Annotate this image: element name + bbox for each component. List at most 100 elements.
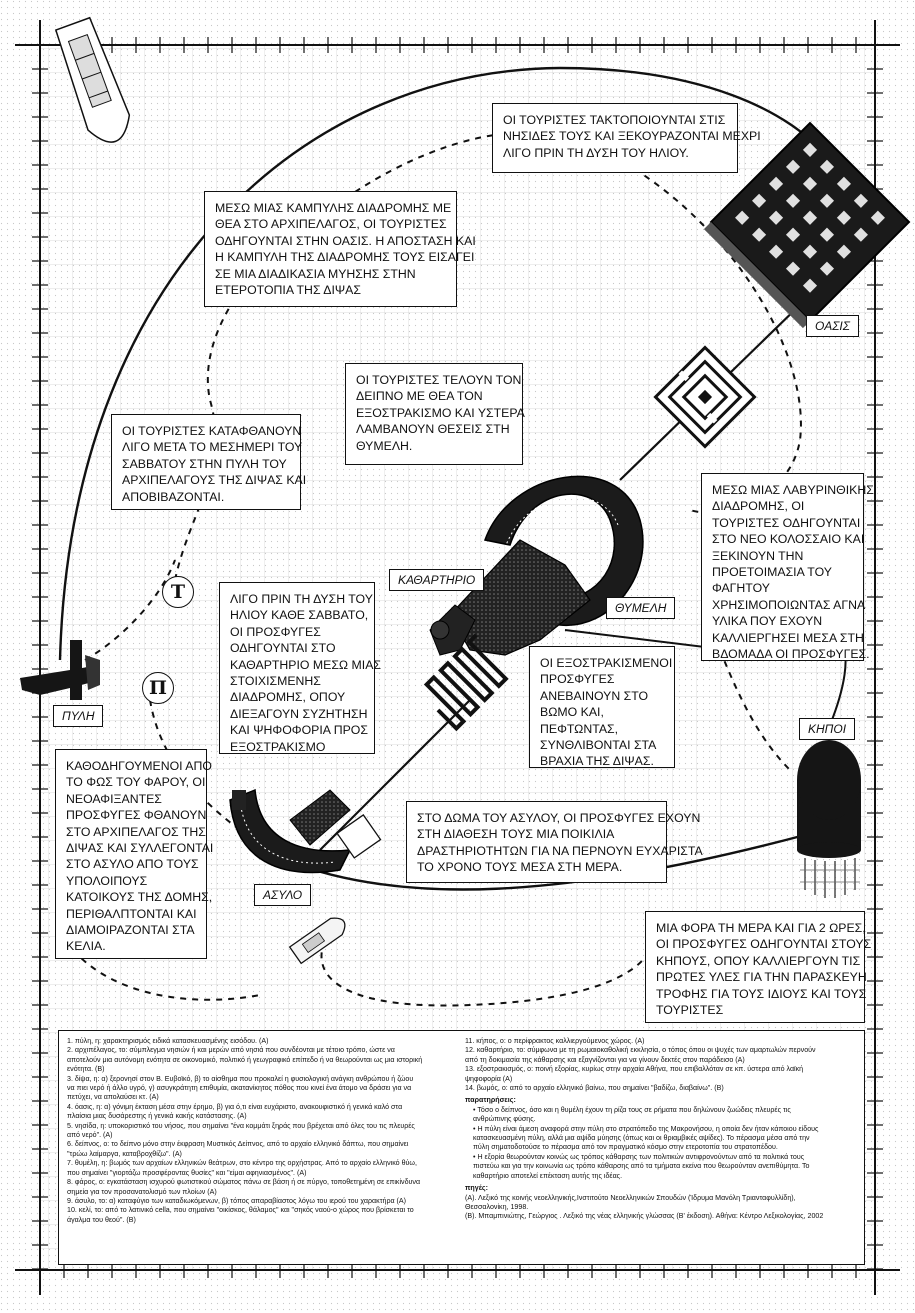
box-line: ΔΙΑΔΡΟΜΗΣ, ΟΙ	[712, 499, 805, 514]
box-line: ΤΡΟΦΗΣ ΓΙΑ ΤΟΥΣ ΙΔΙΟΥΣ ΚΑΙ ΤΟΥΣ	[656, 986, 867, 1001]
box-line: ΤΟ ΧΡΟΝΟ ΤΟΥΣ ΜΕΣΑ ΣΤΗ ΜΕΡΑ.	[417, 860, 623, 875]
box-line: Η ΚΑΜΠΥΛΗ ΤΗΣ ΔΙΑΔΡΟΜΗΣ ΤΟΥΣ ΕΙΣΑΓΕΙ	[215, 250, 475, 265]
glossary-line: (Β). Μπαμπινιώτης, Γεώργιος . Λεξικό της…	[465, 1212, 824, 1221]
glossary-right: 11. κήπος, ο: ο περίφρακτος καλλιεργούμε…	[465, 1037, 857, 1222]
glossary-line: 8. φάρος, ο: εγκατάσταση ισχυρού φωτιστι…	[67, 1178, 421, 1187]
glossary-line: πλαίσια μιας δυσάρεστης ή γενικά κακής κ…	[67, 1112, 247, 1121]
glossary-line: πύλη σηματοδοτούσε το πέρασμα από τον πρ…	[473, 1143, 778, 1152]
box-line: ΜΕΣΩ ΜΙΑΣ ΛΑΒΥΡΙΝΘΙΚΗΣ	[712, 483, 874, 497]
box-line: ΣΤΟ ΝΕΟ ΚΟΛΟΣΣΑΙΟ ΚΑΙ	[712, 532, 865, 547]
glossary-line: 13. εξοστρακισμός, ο: ποινή εξορίας, κυρ…	[465, 1065, 804, 1074]
box-line: ΛΙΓΟ ΠΡΙΝ ΤΗ ΔΥΣΗ ΤΟΥ	[230, 592, 373, 606]
box-line: ΚΕΛΙΑ.	[66, 939, 106, 954]
box-line: ΟΔΗΓΟΥΝΤΑΙ ΣΤΟ	[230, 641, 336, 656]
label-kipoi: ΚΗΠΟΙ	[799, 718, 856, 740]
glossary-line: κατασκευασμένη πύλη, αλλά μια αψίδα μύησ…	[473, 1134, 810, 1143]
lower-route	[284, 833, 806, 891]
sources-heading: πηγές:	[465, 1184, 488, 1193]
glossary-line: 3. δίψα, η: α) ξερονησί στον Β. Ευβοϊκό,…	[67, 1074, 414, 1083]
box-deipno: ΟΙ ΤΟΥΡΙΣΤΕΣ ΤΕΛΟΥΝ ΤΟΝ ΔΕΙΠΝΟ ΜΕ ΘΕΑ ΤΟΝ…	[345, 363, 525, 465]
glossary-line: ενότητα. (Β)	[67, 1065, 105, 1074]
label-pyli: ΠΥΛΗ	[53, 705, 104, 727]
oasis-island	[703, 121, 911, 329]
box-line: ΒΔΟΜΑΔΑ ΟΙ ΠΡΟΣΦΥΓΕΣ.	[712, 647, 870, 662]
box-line: ΛΙΓΟ ΜΕΤΑ ΤΟ ΜΕΣΗΜΕΡΙ ΤΟΥ	[122, 440, 303, 455]
thymeli-structure	[484, 475, 644, 626]
glossary-line: καθαρτήριο αποτελεί επέκταση αυτής της ι…	[473, 1171, 623, 1180]
oasis-cell	[752, 227, 767, 242]
box-line: ΠΕΡΙΘΑΛΠΤΟΝΤΑΙ ΚΑΙ	[66, 906, 197, 921]
oasis-cell	[802, 142, 818, 157]
glossary-line: 5. νησίδα, η: υποκοριστικό του νήσος, πο…	[67, 1121, 415, 1130]
box-line: ΠΡΟΣΦΥΓΕΣ ΦΘΑΝΟΥΝ	[66, 808, 207, 823]
box-line: ΣΤΟ ΔΩΜΑ ΤΟΥ ΑΣΥΛΟΥ, ΟΙ ΠΡΟΣΦΥΓΕΣ ΕΧΟΥΝ	[417, 811, 701, 825]
box-line: ΚΑΛΛΙΕΡΓΗΣΕΙ ΜΕΣΑ ΣΤΗ	[712, 630, 864, 645]
box-line: ΟΙ ΠΡΟΣΦΥΓΕΣ ΟΔΗΓΟΥΝΤΑΙ ΣΤΟΥΣ	[656, 937, 872, 952]
box-line: ΥΠΟΛΟΙΠΟΥΣ	[66, 873, 148, 888]
glossary-line: 6. δείπνος, ο: το δείπνο μόνο στην έκφρα…	[67, 1140, 409, 1149]
oasis-cell	[802, 278, 818, 293]
box-line: ΟΙ ΤΟΥΡΙΣΤΕΣ ΤΕΛΟΥΝ ΤΟΝ	[356, 373, 522, 387]
box-line: ΕΞΟΣΤΡΑΚΙΣΜΟ ΚΑΙ ΥΣΤΕΡΑ	[356, 405, 525, 420]
labyrinth	[653, 345, 757, 449]
box-line: ΝΕΟΑΦΙΞΑΝΤΕΣ	[66, 791, 162, 806]
box-line: ΦΑΓΗΤΟΥ	[712, 581, 770, 596]
box-line: ΚΑΤΟΙΚΟΥΣ ΤΗΣ ΔΟΜΗΣ,	[66, 890, 213, 905]
glossary-line: Θεσσαλονίκη, 1998.	[465, 1202, 529, 1211]
box-line: ΟΙ ΕΞΟΣΤΡΑΚΙΣΜΕΝΟΙ	[540, 656, 673, 670]
box-line: ΤΟΥΡΙΣΤΕΣ	[656, 1003, 724, 1018]
oasis-cell	[802, 176, 818, 191]
box-line: ΞΕΚΙΝΟΥΝ ΤΗΝ	[712, 548, 804, 563]
box-pyli-arrival: ΟΙ ΤΟΥΡΙΣΤΕΣ ΚΑΤΑΦΘΑΝΟΥΝ ΛΙΓΟ ΜΕΤΑ ΤΟ ΜΕΣ…	[111, 414, 306, 510]
box-line: ΠΡΩΤΕΣ ΥΛΕΣ ΓΙΑ ΤΗΝ ΠΑΡΑΣΚΕΥΗ	[656, 970, 867, 985]
box-line: ΤΟΥΡΙΣΤΕΣ ΟΔΗΓΟΥΝΤΑΙ	[712, 515, 861, 530]
glossary-line: άγαλμα του θεού". (Β)	[67, 1215, 136, 1224]
glossary-line: πιστεύω και για την κοινωνία ως τρόπο κά…	[473, 1162, 810, 1171]
asylo-structure	[229, 788, 382, 874]
marker-tourists: Τ	[162, 576, 194, 608]
box-line: ΟΙ ΤΟΥΡΙΣΤΕΣ ΚΑΤΑΦΘΑΝΟΥΝ	[122, 424, 302, 438]
box-line: ΟΙ ΤΟΥΡΙΣΤΕΣ ΤΑΚΤΟΠΟΙΟΥΝΤΑΙ ΣΤΙΣ	[503, 113, 726, 127]
box-line: ΑΠΟΒΙΒΑΖΟΝΤΑΙ.	[122, 489, 225, 504]
box-doma-asylou: ΣΤΟ ΔΩΜΑ ΤΟΥ ΑΣΥΛΟΥ, ΟΙ ΠΡΟΣΦΥΓΕΣ ΕΧΟΥΝ Σ…	[406, 801, 703, 883]
box-line: ΣΑΒΒΑΤΟΥ ΣΤΗΝ ΠΥΛΗ ΤΟΥ	[122, 456, 287, 471]
oasis-cell	[802, 244, 818, 259]
box-line: ΔΡΑΣΤΗΡΙΟΤΗΤΩΝ ΓΙΑ ΝΑ ΠΕΡΝΟΥΝ ΕΥΧΑΡΙΣΤΑ	[417, 843, 703, 858]
box-line: ΟΔΗΓΟΥΝΤΑΙ ΣΤΗΝ ΟΑΣΙΣ. Η ΑΠΟΣΤΑΣΗ ΚΑΙ	[215, 233, 476, 248]
box-line: ΣΤΗ ΔΙΑΘΕΣΗ ΤΟΥΣ ΜΙΑ ΠΟΙΚΙΛΙΑ	[417, 827, 615, 842]
glossary-line: 2. αρχιπέλαγος, το: σύμπλεγμα νησιών ή κ…	[67, 1046, 395, 1055]
box-line: ΒΡΑΧΙΑ ΤΗΣ ΔΙΨΑΣ.	[540, 754, 654, 769]
glossary-line: • Η πύλη είναι άμεση αναφορά στην πύλη σ…	[473, 1124, 819, 1133]
glossary-notes: 1. πύλη, η: χαρακτηρισμός ειδικά κατασκε…	[58, 1030, 865, 1265]
box-line: ΘΥΜΕΛΗ.	[356, 438, 413, 453]
glossary-line: • Η εξορία θεωρούνταν κοινώς ως τρόπος κ…	[473, 1152, 805, 1161]
box-nisides: ΟΙ ΤΟΥΡΙΣΤΕΣ ΤΑΚΤΟΠΟΙΟΥΝΤΑΙ ΣΤΙΣ ΝΗΣΙΔΕΣ …	[492, 103, 761, 173]
box-kipoi: ΜΙΑ ΦΟΡΑ ΤΗ ΜΕΡΑ ΚΑΙ ΓΙΑ 2 ΩΡΕΣ,ΟΙ ΠΡΟΣΦ…	[645, 911, 872, 1023]
box-line: ΝΗΣΙΔΕΣ ΤΟΥΣ ΚΑΙ ΞΕΚΟΥΡΑΖΟΝΤΑΙ ΜΕΧΡΙ	[503, 129, 761, 144]
glossary-line: που σημαίνει "γιορτάζω προσφέροντας θυσί…	[67, 1168, 307, 1177]
box-line: ΣΥΝΘΛΙΒΟΝΤΑΙ ΣΤΑ	[540, 738, 657, 753]
glossary-line: σημεία για τον προσανατολισμό των πλοίων…	[67, 1187, 217, 1196]
oasis-cell	[853, 193, 868, 208]
boat-icon	[288, 917, 346, 965]
box-line: ΔΕΙΠΝΟ ΜΕ ΘΕΑ ΤΟΝ	[356, 389, 483, 404]
dashed-route-gate	[84, 559, 176, 661]
glossary-line: 4. όασις, η: α) γόνιμη έκταση μέσα στην …	[67, 1102, 403, 1111]
glossary-line: 11. κήπος, ο: ο περίφρακτος καλλιεργούμε…	[465, 1037, 645, 1045]
box-line: ΠΕΦΤΩΝΤΑΣ,	[540, 721, 619, 736]
glossary-line: από νερό". (Α)	[67, 1131, 113, 1140]
glossary-line: αποτελούν μια αυτόνομη ενότητα σε οικονο…	[67, 1055, 423, 1064]
glossary-line: • Τόσο ο δείπνος, όσο και η θυμέλη έχουν…	[473, 1105, 791, 1114]
oasis-cell	[735, 210, 750, 225]
glossary-line: από τη δοκιμασία της κάθαρσης και εξαγνί…	[465, 1055, 745, 1064]
box-line: ΚΑΘΟΔΗΓΟΥΜΕΝΟΙ ΑΠΟ	[66, 759, 212, 773]
box-line: ΒΩΜΟ ΚΑΙ,	[540, 705, 604, 720]
katharthrio-structure	[429, 539, 591, 656]
box-line: ΜΕΣΩ ΜΙΑΣ ΚΑΜΠΥΛΗΣ ΔΙΑΔΡΟΜΗΣ ΜΕ	[215, 201, 452, 215]
glossary-line: 10. κελί, το: από το λατινικό cella, που…	[67, 1206, 414, 1215]
label-thymeli: ΘΥΜΕΛΗ	[606, 597, 676, 619]
